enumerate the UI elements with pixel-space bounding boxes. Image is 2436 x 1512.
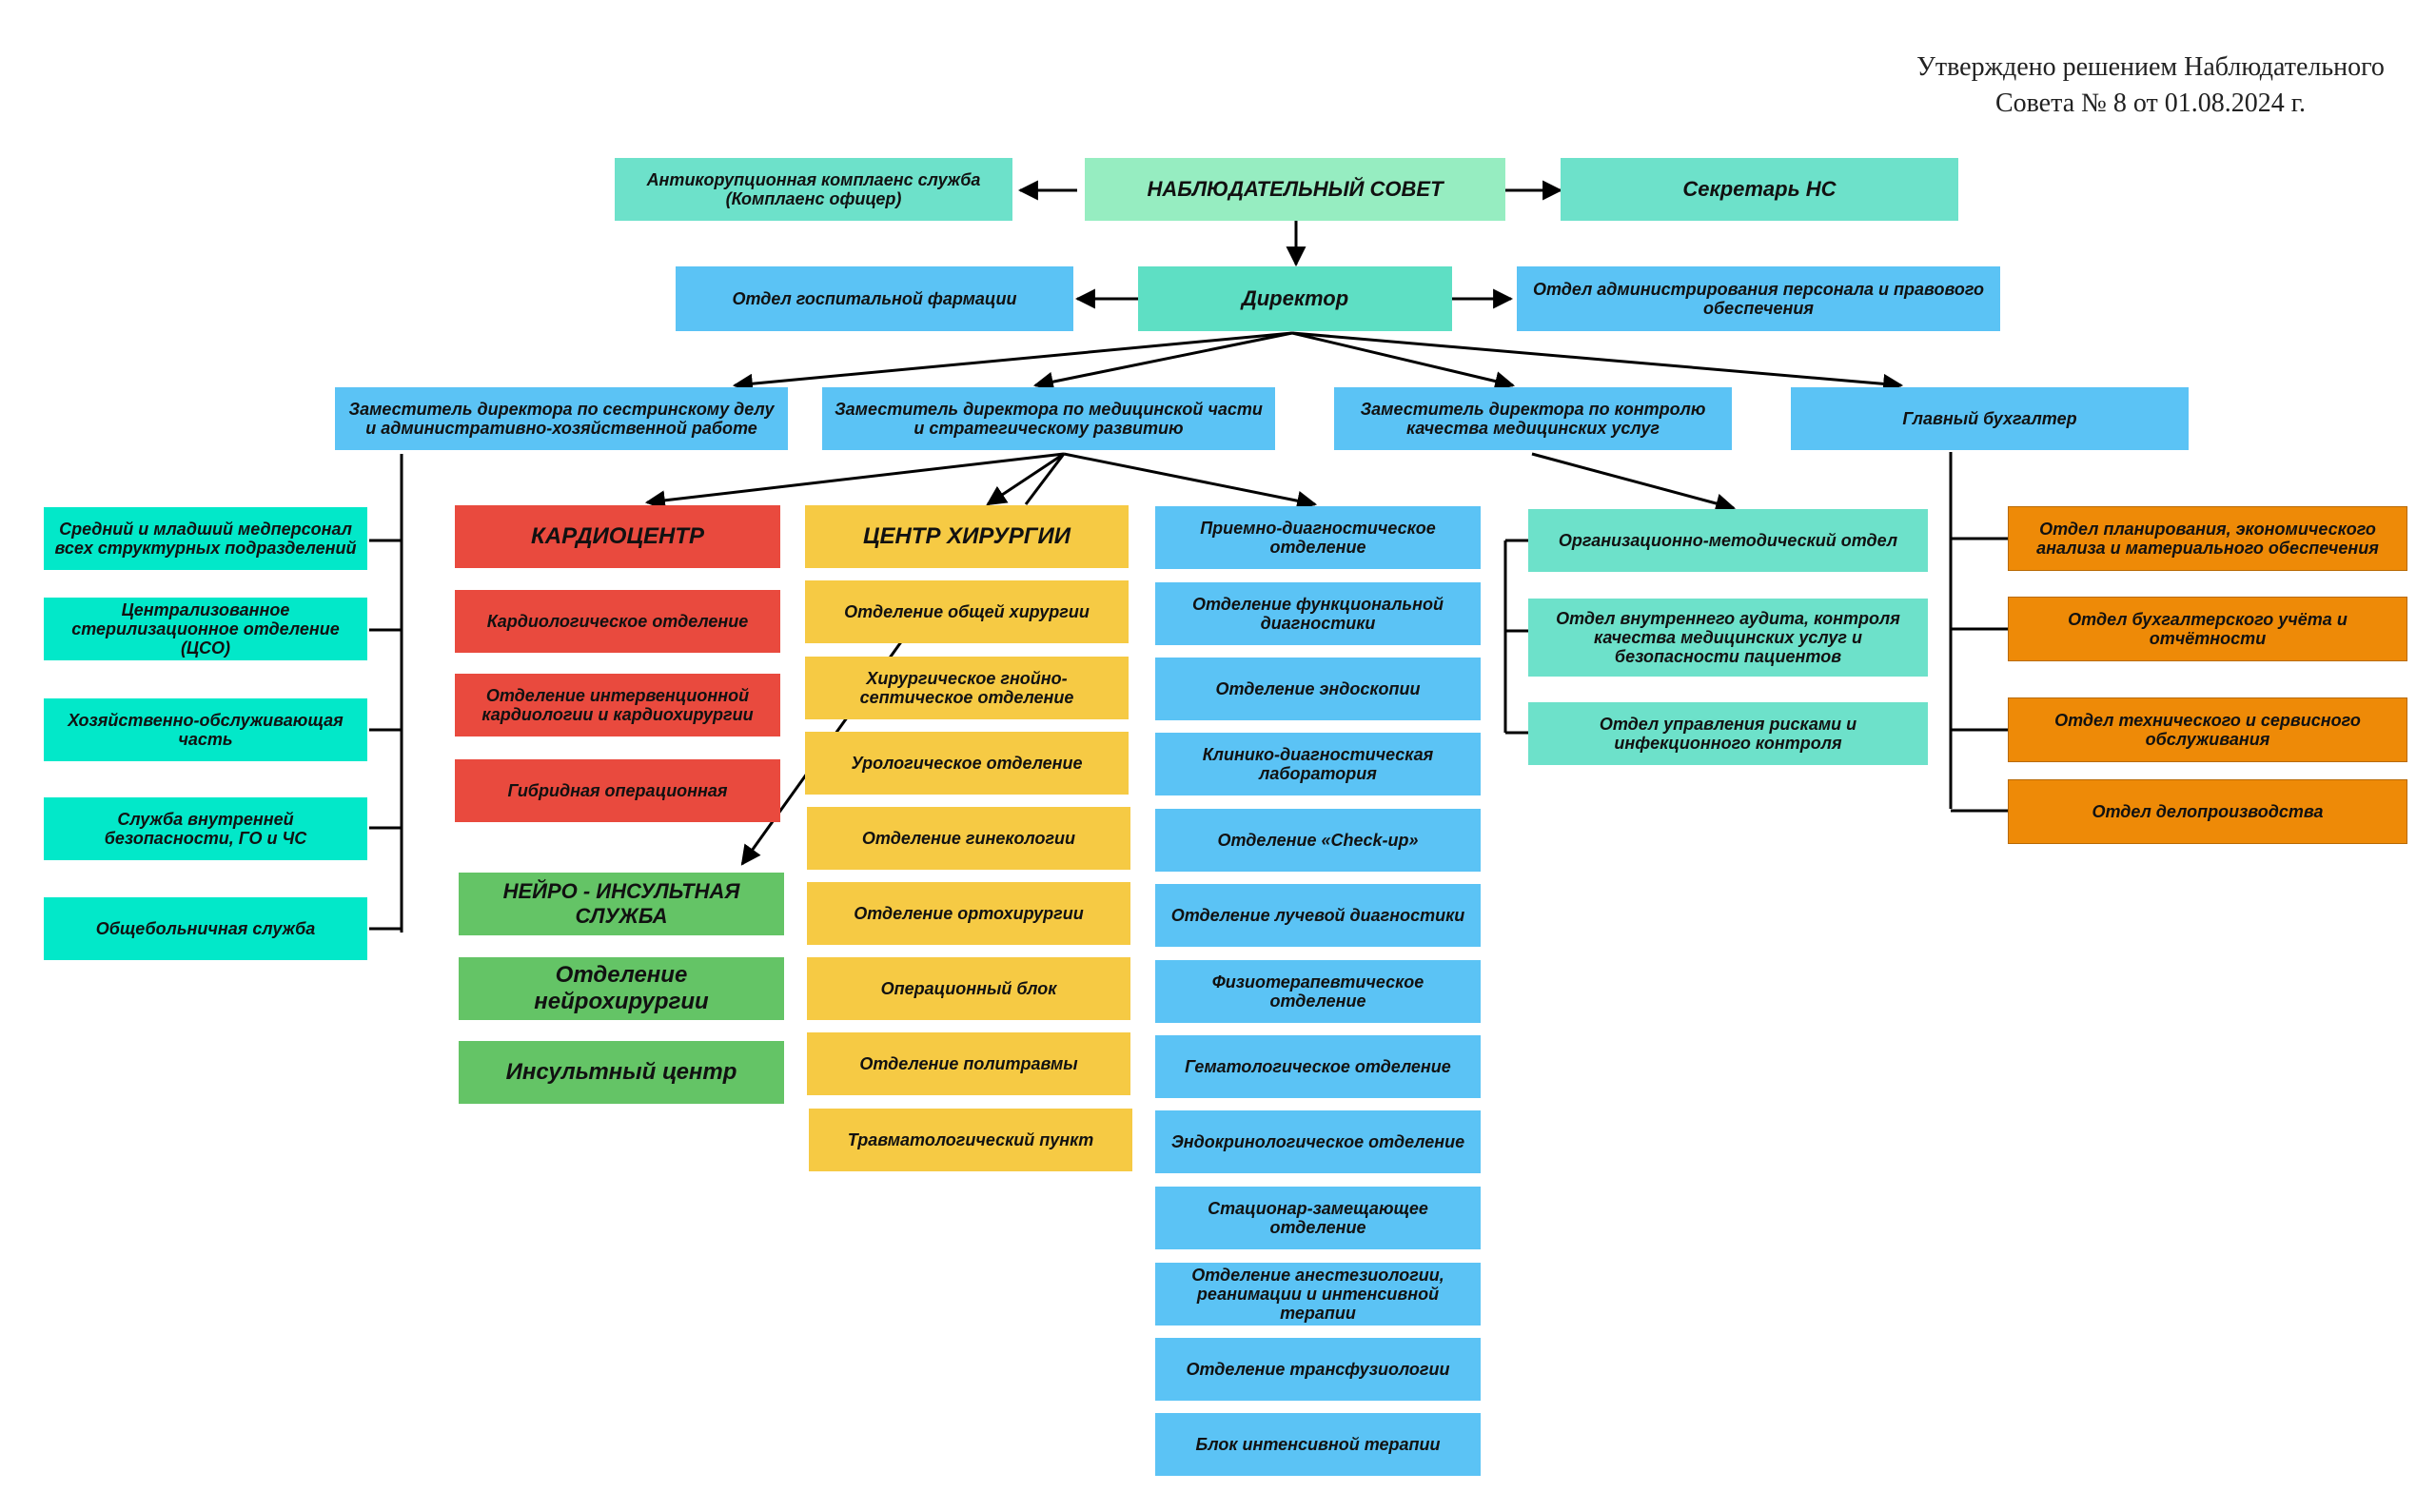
medical-unit: Стационар-замещающее отделение: [1155, 1187, 1481, 1249]
quality-unit: Организационно-методический отдел: [1528, 509, 1928, 572]
medical-unit: Эндокринологическое отделение: [1155, 1110, 1481, 1173]
director-box: Директор: [1138, 266, 1452, 331]
chief-accountant-box: Главный бухгалтер: [1791, 387, 2189, 450]
medical-unit: Отделение эндоскопии: [1155, 658, 1481, 720]
surgery-unit: Отделение политравмы: [807, 1032, 1130, 1095]
surgery-unit: Отделение ортохирургии: [807, 882, 1130, 945]
secretary-box: Секретарь НС: [1561, 158, 1958, 221]
medical-unit: Физиотерапевтическое отделение: [1155, 960, 1481, 1023]
surgery-unit: Отделение гинекологии: [807, 807, 1130, 870]
nursing-unit: Средний и младший медперсонал всех струк…: [44, 507, 367, 570]
cardio-unit: Кардиологическое отделение: [455, 590, 780, 653]
surgery-unit: Травматологический пункт: [809, 1109, 1132, 1171]
accounting-unit: Отдел планирования, экономического анали…: [2008, 506, 2407, 571]
cardio-center-title: КАРДИОЦЕНТР: [455, 505, 780, 568]
nursing-unit: Служба внутренней безопасности, ГО и ЧС: [44, 797, 367, 860]
arrow-medical-diagnostics: [1063, 452, 1318, 511]
surgery-center-title: ЦЕНТР ХИРУРГИИ: [805, 505, 1129, 568]
neuro-service-title: НЕЙРО - ИНСУЛЬТНАЯ СЛУЖБА: [459, 873, 784, 935]
nursing-unit: Централизованное стерилизационное отделе…: [44, 598, 367, 660]
medical-unit: Отделение анестезиологии, реанимации и и…: [1155, 1263, 1481, 1325]
neuro-unit: Инсультный центр: [459, 1041, 784, 1104]
deputy-quality-box: Заместитель директора по контролю качест…: [1334, 387, 1732, 450]
surgery-unit: Урологическое отделение: [805, 732, 1129, 795]
approval-line-1: Утверждено решением Наблюдательного: [1916, 52, 2385, 82]
medical-unit: Отделение «Check-up»: [1155, 809, 1481, 872]
accounting-unit: Отдел делопроизводства: [2008, 779, 2407, 844]
neuro-unit: Отделение нейрохирургии: [459, 957, 784, 1020]
supervisory-council-box: НАБЛЮДАТЕЛЬНЫЙ СОВЕТ: [1085, 158, 1505, 221]
medical-unit: Отделение лучевой диагностики: [1155, 884, 1481, 947]
deputy-medical-box: Заместитель директора по медицинской час…: [822, 387, 1275, 450]
hr-legal-box: Отдел администрирования персонала и прав…: [1517, 266, 2000, 331]
anticorruption-box: Антикорупционная комплаенс служба (Компл…: [615, 158, 1012, 221]
pharmacy-box: Отдел госпитальной фармации: [676, 266, 1073, 331]
nursing-unit: Общебольничная служба: [44, 897, 367, 960]
arrow-medical-cardio: [644, 452, 1065, 511]
surgery-unit: Операционный блок: [807, 957, 1130, 1020]
accounting-unit: Отдел бухгалтерского учёта и отчётности: [2008, 597, 2407, 661]
surgery-unit: Хирургическое гнойно-септическое отделен…: [805, 657, 1129, 719]
arrow-director-quality: [1291, 331, 1516, 391]
cardio-unit: Отделение интервенционной кардиологии и …: [455, 674, 780, 736]
cardio-unit: Гибридная операционная: [455, 759, 780, 822]
arrow-medical-surgery: [986, 452, 1065, 506]
accounting-unit: Отдел технического и сервисного обслужив…: [2008, 697, 2407, 762]
arrow-quality-orgmethod: [1531, 452, 1737, 514]
quality-unit: Отдел управления рисками и инфекционного…: [1528, 702, 1928, 765]
medical-unit: Приемно-диагностическое отделение: [1155, 506, 1481, 569]
arrow-director-nursing: [732, 331, 1293, 394]
medical-unit: Отделение функциональной диагностики: [1155, 582, 1481, 645]
deputy-nursing-box: Заместитель директора по сестринскому де…: [335, 387, 788, 450]
quality-unit: Отдел внутреннего аудита, контроля качес…: [1528, 599, 1928, 677]
nursing-unit: Хозяйственно-обслуживающая часть: [44, 698, 367, 761]
medical-unit: Отделение трансфузиологии: [1155, 1338, 1481, 1401]
arrow-director-accountant: [1291, 331, 1904, 394]
medical-unit: Гематологическое отделение: [1155, 1035, 1481, 1098]
arrow-director-medical: [1032, 331, 1293, 392]
medical-unit: Блок интенсивной терапии: [1155, 1413, 1481, 1476]
approval-note: Утверждено решением Наблюдательного Сове…: [1865, 49, 2436, 122]
surgery-unit: Отделение общей хирургии: [805, 580, 1129, 643]
medical-unit: Клинико-диагностическая лаборатория: [1155, 733, 1481, 795]
approval-line-2: Совета № 8 от 01.08.2024 г.: [1994, 88, 2307, 118]
line-medical-surgery-2: [1024, 453, 1066, 505]
